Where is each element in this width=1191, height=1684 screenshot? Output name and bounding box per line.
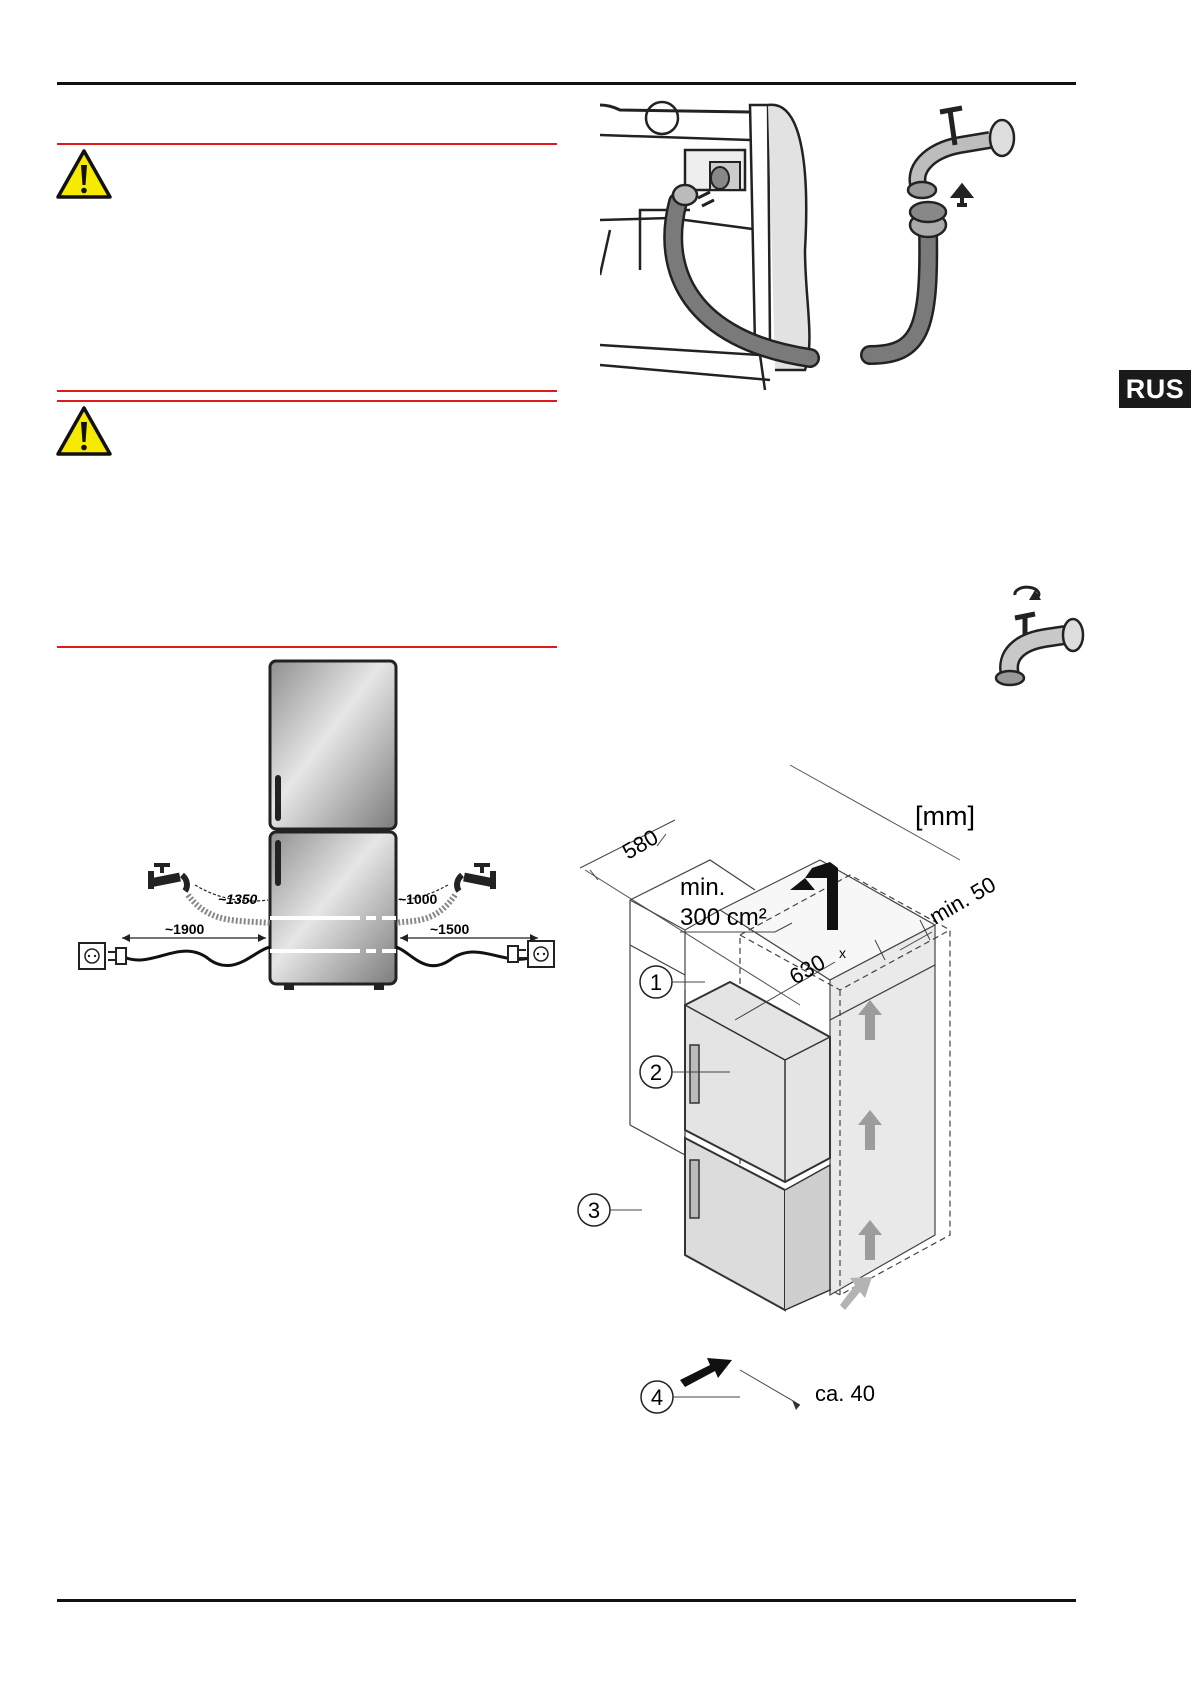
unit-label: [mm] (915, 801, 975, 831)
tap-turn-icon (994, 585, 1085, 687)
callout-4: 4 (640, 1380, 740, 1414)
power-socket-icon (527, 940, 555, 968)
hose-length-left: ~1350 (218, 891, 258, 907)
svg-text:3: 3 (588, 1198, 600, 1223)
bottom-gap-label: ca. 40 (815, 1381, 875, 1406)
warning-rule-end (57, 646, 557, 648)
hose-connection-figure (600, 100, 1016, 391)
vent-min-label: min. (680, 874, 725, 901)
placement-figure: ~1350 ~1000 ~1900 ~1500 (78, 659, 555, 990)
power-plug-icon (108, 947, 127, 965)
language-tab: RUS (1119, 370, 1191, 408)
warning-rule-2b (57, 400, 557, 402)
svg-text:1: 1 (650, 970, 662, 995)
warning-triangle-icon (56, 149, 112, 199)
power-plug-icon (507, 945, 526, 963)
svg-text:2: 2 (650, 1060, 662, 1085)
svg-text:4: 4 (651, 1385, 663, 1410)
cable-length-right: ~1500 (430, 921, 470, 937)
power-socket-icon (78, 942, 106, 970)
warning-triangle-icon (56, 406, 112, 456)
cable-length-left: ~1900 (165, 921, 205, 937)
callout-3: 3 (577, 1193, 642, 1227)
top-rule (57, 82, 1076, 85)
warning-rule-2a (57, 390, 557, 392)
warning-rule-1 (57, 143, 557, 145)
vent-area-label: 300 cm² (680, 904, 767, 931)
callout-2: 2 (639, 1055, 730, 1089)
installation-figure: 580 min. 300 cm² [mm] min. 50 630 x ca. … (577, 764, 1000, 1414)
callout-1: 1 (639, 965, 705, 999)
bottom-rule (57, 1599, 1076, 1602)
width-footnote-mark: x (839, 945, 846, 961)
hose-length-right: ~1000 (398, 891, 438, 907)
gap-min-label: min. 50 (925, 872, 1000, 930)
